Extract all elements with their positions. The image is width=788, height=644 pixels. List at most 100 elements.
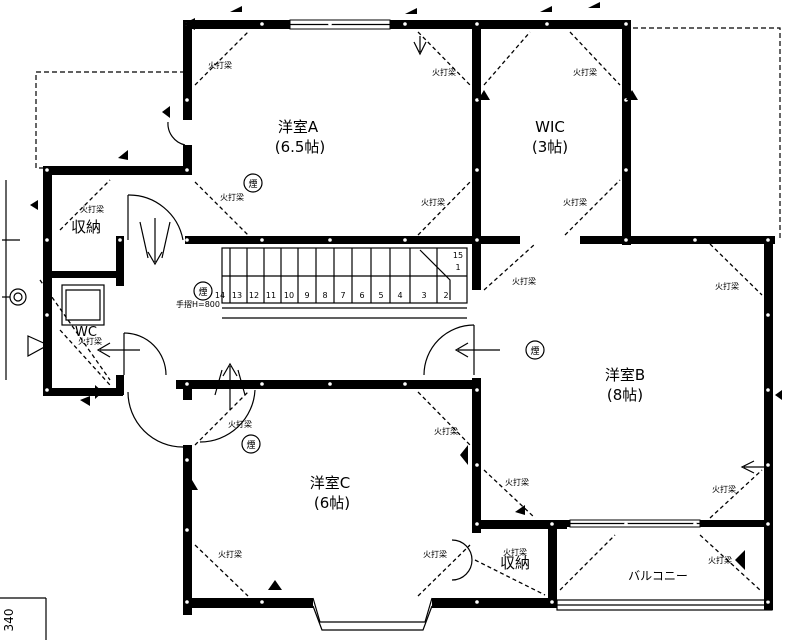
- stair-step-1: 1: [455, 263, 460, 272]
- smoke-detector-room-c: 煙: [241, 434, 261, 454]
- structural-pin: [328, 382, 332, 386]
- structural-pin: [185, 168, 189, 172]
- structural-pin: [328, 22, 332, 26]
- structural-pin: [45, 238, 49, 242]
- structural-pin: [185, 528, 189, 532]
- smoke-detectors: 煙 煙 煙 煙: [193, 173, 545, 454]
- structural-pin: [260, 22, 264, 26]
- structural-pin: [45, 313, 49, 317]
- structural-pin: [693, 522, 697, 526]
- stair-step-15: 15: [453, 251, 463, 260]
- windows: [289, 19, 701, 631]
- fire-beam-label: 火打梁: [208, 60, 232, 70]
- structural-pin: [766, 313, 770, 317]
- room-name: 洋室C: [310, 474, 350, 492]
- fire-beam-label: 火打梁: [512, 276, 536, 286]
- grid-axis-marker: [2, 288, 27, 306]
- smoke-detector-label: 煙: [198, 287, 207, 298]
- room-size: (8帖): [607, 386, 643, 404]
- structural-pin: [185, 600, 189, 604]
- room-label-room-b: 洋室B (8帖): [605, 366, 645, 404]
- room-label-wic: WIC (3帖): [532, 118, 568, 156]
- structural-pin: [118, 313, 122, 317]
- structural-pin: [260, 238, 264, 242]
- door-arrows: [96, 36, 772, 474]
- smoke-detector-stair: 煙: [193, 281, 213, 301]
- fire-beam-label: 火打梁: [563, 197, 587, 207]
- fire-beams: [39, 31, 763, 597]
- room-label-room-a: 洋室A (6.5帖): [275, 118, 326, 156]
- structural-pin: [766, 463, 770, 467]
- structural-pin: [328, 238, 332, 242]
- structural-pin: [550, 600, 554, 604]
- structural-pin: [475, 600, 479, 604]
- structural-pin: [624, 522, 628, 526]
- doors: [123, 121, 475, 581]
- stair-step-11: 11: [266, 291, 276, 300]
- structural-pin: [118, 238, 122, 242]
- room-size: (3帖): [532, 138, 568, 156]
- fire-beam-label: 火打梁: [423, 549, 447, 559]
- structural-pin: [403, 238, 407, 242]
- handrail-note: 手摺H=800: [176, 299, 220, 309]
- smoke-detector-label: 煙: [530, 346, 539, 357]
- structural-pin: [403, 600, 407, 604]
- fire-beam-label: 火打梁: [220, 192, 244, 202]
- structural-pin: [624, 238, 628, 242]
- structural-pin: [45, 168, 49, 172]
- smoke-detector-label: 煙: [248, 179, 257, 190]
- structural-pin: [260, 382, 264, 386]
- structural-pin: [766, 388, 770, 392]
- structural-pin: [624, 22, 628, 26]
- structural-pin: [185, 238, 189, 242]
- structural-pin: [766, 522, 770, 526]
- stair-step-2: 2: [443, 291, 448, 300]
- fire-beam-label: 火打梁: [434, 426, 458, 436]
- stair-step-10: 10: [284, 291, 294, 300]
- room-size: (6.5帖): [275, 138, 326, 156]
- stair-step-numbers: 14 13 12 11 10 9 8 7 6 5 4 3 2 1 15 手摺H=…: [176, 251, 463, 309]
- stair-step-3: 3: [421, 291, 426, 300]
- room-name: WIC: [535, 118, 565, 136]
- staircase: [221, 247, 468, 319]
- fire-beam-label: 火打梁: [421, 197, 445, 207]
- fire-beam-label: 火打梁: [708, 555, 732, 565]
- structural-pin: [624, 168, 628, 172]
- structural-pin: [475, 98, 479, 102]
- structural-pin: [545, 22, 549, 26]
- wall-markers: [30, 2, 782, 590]
- toilet-fixture: [27, 284, 105, 358]
- stair-step-6: 6: [359, 291, 364, 300]
- structural-pin: [475, 388, 479, 392]
- dimension-line: 340: [0, 597, 47, 640]
- structural-pin: [475, 168, 479, 172]
- structural-pin: [475, 22, 479, 26]
- eaves-outline: [2, 27, 781, 380]
- room-label-balcony: バルコニー: [628, 569, 688, 583]
- structural-pin: [475, 522, 479, 526]
- room-size: (6帖): [314, 494, 350, 512]
- stair-step-12: 12: [249, 291, 259, 300]
- room-label-storage-bottom: 収納: [500, 554, 530, 572]
- fire-beam-labels: 火打梁 火打梁 火打梁 火打梁 火打梁 火打梁 火打梁 火打梁 火打梁 火打梁 …: [78, 60, 739, 565]
- stair-step-4: 4: [397, 291, 402, 300]
- room-name: 洋室A: [278, 118, 319, 136]
- smoke-detector-hall: 煙: [525, 340, 545, 360]
- stair-step-14: 14: [215, 291, 225, 300]
- structural-pin: [550, 522, 554, 526]
- fire-beam-label: 火打梁: [505, 477, 529, 487]
- stair-step-13: 13: [232, 291, 242, 300]
- fire-beam-label: 火打梁: [80, 204, 104, 214]
- fire-beam-label: 火打梁: [712, 484, 736, 494]
- smoke-detector-label: 煙: [246, 440, 255, 451]
- stair-step-7: 7: [340, 291, 345, 300]
- structural-pin: [766, 600, 770, 604]
- structural-pin: [403, 22, 407, 26]
- smoke-detector-room-a: 煙: [243, 173, 263, 193]
- fire-beam-label: 火打梁: [715, 281, 739, 291]
- structural-pin: [475, 463, 479, 467]
- stair-step-8: 8: [322, 291, 327, 300]
- fire-beam-label: 火打梁: [78, 336, 102, 346]
- balcony-floor: [556, 599, 773, 611]
- fire-beam-label: 火打梁: [218, 549, 242, 559]
